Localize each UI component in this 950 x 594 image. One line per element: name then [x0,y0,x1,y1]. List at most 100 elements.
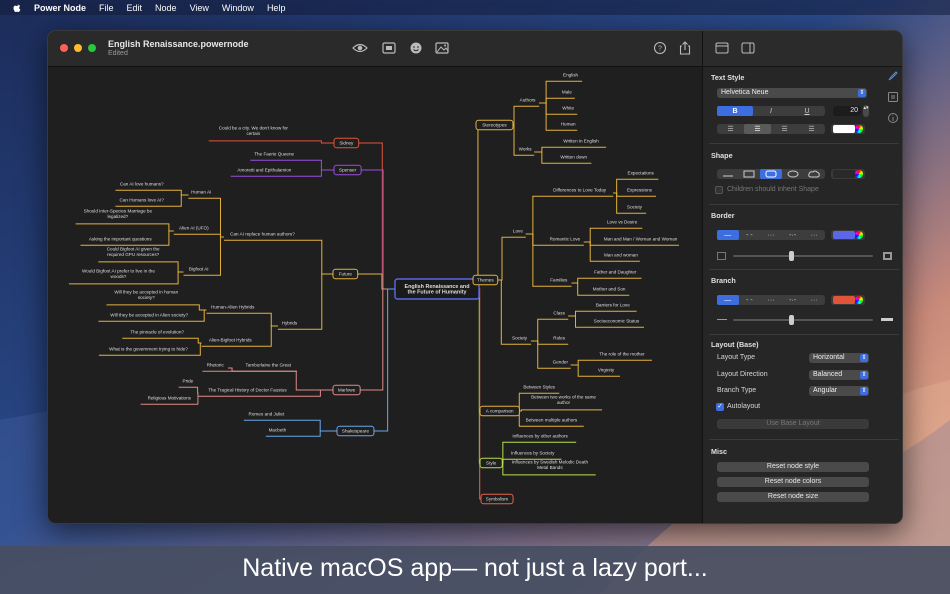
mindmap-node-symbolism[interactable]: Symbolism [480,493,514,505]
menu-edit[interactable]: Edit [126,2,143,13]
mindmap-node-spenser[interactable]: Spenser [333,164,362,176]
mindmap-node-can-ai-love[interactable]: Can AI love humans? [120,182,164,187]
inherit-shape-checkbox[interactable] [715,186,723,194]
font-popup[interactable]: Helvetica Neue⇕ [717,88,867,98]
border-dash-icon[interactable]: - - [746,231,753,239]
branch-color-well[interactable] [831,295,865,305]
mindmap-node-class[interactable]: Class [553,311,565,316]
mindmap-node-alien-ai[interactable]: Alien AI (UFO) [179,226,209,231]
branch-type-popup[interactable]: Angular⇕ [809,386,869,396]
border-color-well[interactable] [831,230,865,240]
mindmap-node-father-daughter[interactable]: Father and Daughter [594,270,637,275]
mindmap-node-love-desire[interactable]: Love vs Desire [607,220,638,225]
mindmap-node-gender[interactable]: Gender [553,360,569,365]
mindmap-node-white[interactable]: White [562,106,574,111]
mindmap-node-infl-authors[interactable]: Influences by other authors [512,434,568,439]
present-icon[interactable] [381,41,397,55]
align-justify-icon[interactable]: ☰ [808,126,815,133]
mindmap-node-romeo[interactable]: Romeo and Juliet [249,412,285,417]
shape-color-well[interactable] [831,169,865,179]
mindmap-node-comparison[interactable]: A comparison [479,405,520,417]
mindmap-node-barriers[interactable]: Barriers for Love [596,303,630,308]
mindmap-node-works[interactable]: Works [519,147,533,152]
slider-knob[interactable] [789,315,794,325]
mindmap-node-marlowe[interactable]: Marlowe [332,384,361,396]
reset-node-size-button[interactable]: Reset node size [717,492,869,502]
mindmap-node-hybrids[interactable]: Hybrids [282,321,298,326]
align-right-icon[interactable]: ☰ [781,126,788,133]
border-solid-icon[interactable]: — [717,230,739,240]
mindmap-node-macbeth[interactable]: Macbeth [269,428,287,433]
emoji-icon[interactable] [408,41,424,55]
mindmap-node-could-be-city[interactable]: Could be a city. We don't know forcertai… [219,126,289,136]
reset-node-colors-button[interactable]: Reset node colors [717,477,869,487]
menu-help[interactable]: Help [266,2,286,13]
mindmap-node-accepted-alien[interactable]: Will they be accepted in Alien society? [110,313,188,318]
mindmap-node-human[interactable]: Human [561,122,576,127]
branch-dashdot-icon[interactable]: -·- [789,296,797,304]
menu-window[interactable]: Window [221,2,254,13]
mindmap-node-future[interactable]: Future [332,268,359,280]
mindmap-node-pride[interactable]: Pride [183,379,194,384]
info-icon[interactable] [887,112,899,124]
font-size-stepper[interactable]: ▴▾ [863,105,869,117]
branch-style-segment[interactable]: — - - ··· -·- ··· [717,295,825,305]
mindmap-node-society-love[interactable]: Society [627,205,643,210]
shape-ellipse-icon[interactable] [782,169,804,179]
shape-cloud-icon[interactable] [803,169,825,179]
text-color-well[interactable] [831,124,865,134]
mindmap-node-tamburlaine[interactable]: Tamburlaine the Great [246,363,292,368]
image-icon[interactable] [434,41,450,55]
mindmap-node-expressions[interactable]: Expressions [627,188,653,193]
mindmap-node-man-woman[interactable]: Man and woman [604,253,638,258]
mindmap-node-amoretti[interactable]: Amoretti and Epithalamion [237,168,291,173]
mindmap-node-between-authors[interactable]: Between multiple authors [526,418,578,423]
mindmap-node-love[interactable]: Love [513,229,523,234]
font-size-field[interactable]: 20 [833,106,861,116]
mindmap-node-written-english[interactable]: Written in English [563,139,599,144]
mindmap-node-expectations[interactable]: Expectations [628,171,655,176]
reset-node-style-button[interactable]: Reset node style [717,462,869,472]
mindmap-node-virginity[interactable]: Virginity [598,368,615,373]
mindmap-node-sidney[interactable]: Sidney [333,137,360,149]
mindmap-node-bigfoot-ai[interactable]: Bigfoot AI [189,267,209,272]
shape-segment[interactable] [717,169,825,179]
mindmap-node-can-ai-replace[interactable]: Can AI replace human authors? [230,232,295,237]
mindmap-node-themes[interactable]: Themes [472,274,499,286]
border-width-slider[interactable] [717,251,893,261]
sidebar-right-icon[interactable] [741,42,755,54]
help-icon[interactable]: ? [652,41,668,55]
share-icon[interactable] [677,41,693,55]
shape-rounded-rect-icon[interactable] [760,169,782,179]
mindmap-node-authors[interactable]: Authors [520,98,537,103]
border-dashdot-icon[interactable]: -·- [789,231,797,239]
mindmap-node-rhetoric[interactable]: Rhetoric [207,363,225,368]
mindmap-node-infl-swedish[interactable]: Influences by Swedish Melodic DeathMetal… [512,460,589,470]
branch-dot-icon[interactable]: ··· [767,296,775,304]
branch-dotted-icon[interactable]: ··· [810,296,818,304]
mindmap-node-families[interactable]: Families [550,278,568,283]
mindmap-node-infl-society[interactable]: Influences by Society [511,451,555,456]
layout-direction-popup[interactable]: Balanced⇕ [809,370,869,380]
mindmap-node-roles[interactable]: Roles [553,336,565,341]
sidebar-left-icon[interactable] [715,42,729,54]
slider-knob[interactable] [789,251,794,261]
branch-solid-icon[interactable]: — [717,295,739,305]
menu-file[interactable]: File [99,2,114,13]
mindmap-node-society[interactable]: Society [512,336,528,341]
mindmap-node-man-man[interactable]: Man and Man / Woman and Woman [604,237,678,242]
mindmap-node-socio[interactable]: Socioeconomic Status [594,319,640,324]
italic-button[interactable]: I [770,107,772,115]
mindmap-node-romantic-love[interactable]: Romantic Love [550,237,581,242]
mindmap-node-between-styles[interactable]: Between Styles [523,385,555,390]
mindmap-node-human-alien[interactable]: Human-Alien Hybrids [211,305,255,310]
underline-button[interactable]: U [804,107,810,115]
bold-button[interactable]: B [717,106,753,116]
mindmap-node-role-mother[interactable]: The role of the mother [599,352,645,357]
mindmap-node-can-humans-love[interactable]: Can Humans love AI? [120,198,165,203]
border-style-segment[interactable]: — - - ··· -·- ··· [717,230,825,240]
layout-icon[interactable] [887,91,899,103]
border-dotted-icon[interactable]: ··· [810,231,818,239]
